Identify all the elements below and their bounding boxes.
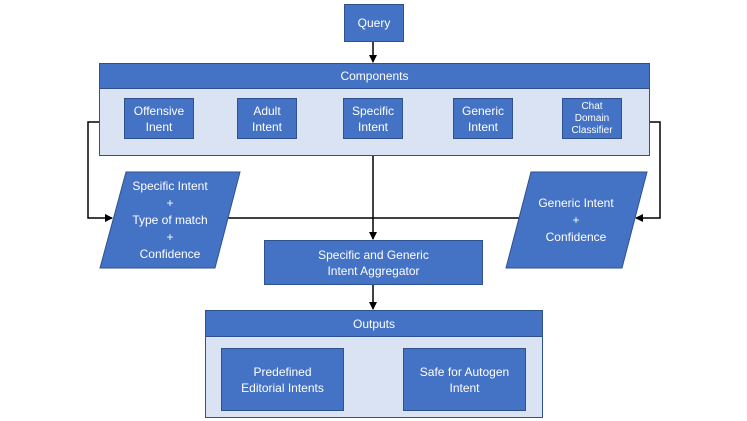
- specific-output-shape: [99, 171, 241, 269]
- component-adult-intent: Adult Intent: [237, 98, 297, 139]
- arrow-components-specific: [87, 121, 113, 222]
- output-predefined-editorial-intents: Predefined Editorial Intents: [221, 348, 344, 411]
- component-chat-domain-classifier: Chat Domain Classifier: [562, 98, 622, 139]
- component-offensive-intent: Offensive Inent: [124, 98, 194, 139]
- arrow-components-generic: [635, 121, 661, 222]
- outputs-header: Outputs: [205, 310, 543, 337]
- component-specific-intent: Specific Intent: [343, 98, 403, 139]
- generic-output-shape: [505, 171, 648, 269]
- query-box: Query: [344, 4, 404, 42]
- component-generic-intent: Generic Intent: [453, 98, 513, 139]
- components-title: Components: [340, 69, 409, 83]
- components-header: Components: [99, 63, 650, 89]
- output-safe-for-autogen-intent: Safe for Autogen Intent: [403, 348, 526, 411]
- generic-output-label: Generic Intent + Confidence: [538, 195, 614, 244]
- outputs-title: Outputs: [352, 316, 396, 331]
- aggregator-box: Specific and Generic Intent Aggregator: [264, 240, 483, 285]
- query-label: Query: [357, 16, 391, 30]
- specific-output-label: Specific Intent + Type of match + Confid…: [132, 178, 208, 261]
